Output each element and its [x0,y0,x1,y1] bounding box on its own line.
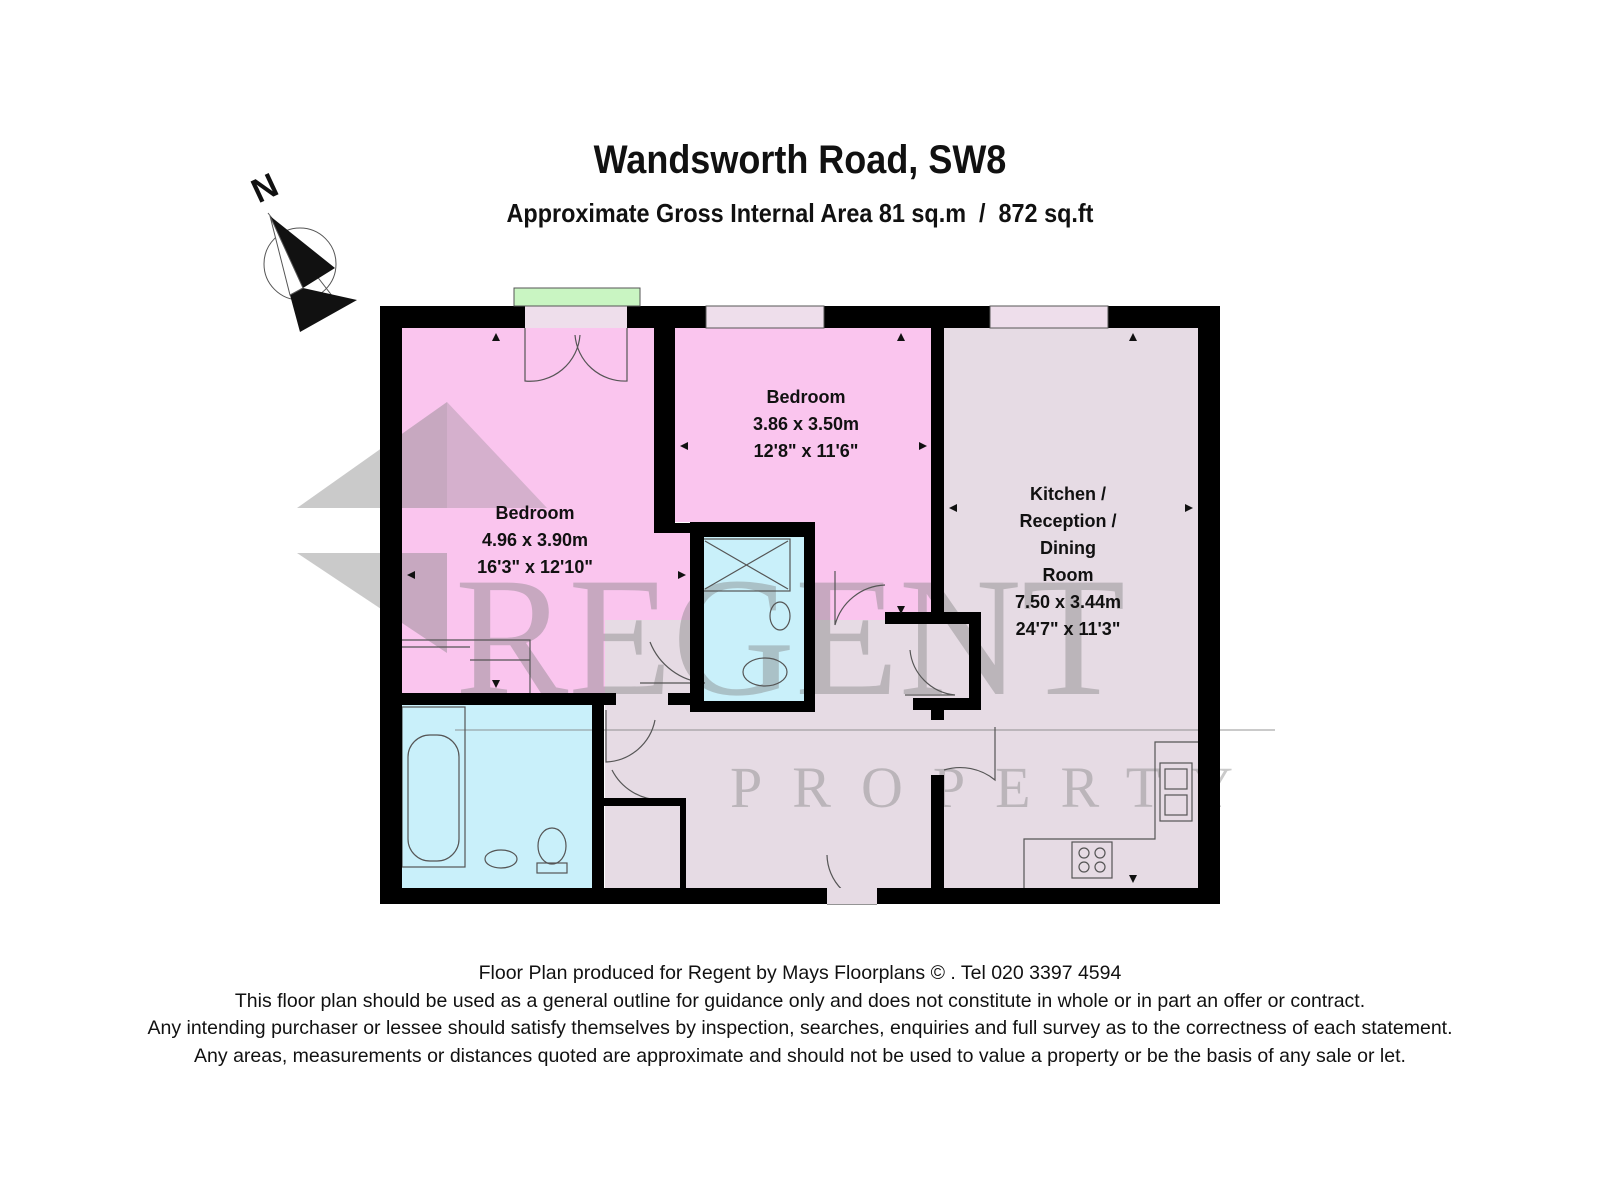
kitchen-sink-bowl-2 [1164,794,1188,816]
kitchen-sink-bowl-1 [1164,768,1188,790]
wall-south-right [877,888,1220,904]
bedroom-1-metric: 4.96 x 3.90m [482,530,588,550]
arrow-bed1-left [407,571,415,579]
entrance-opening [827,888,877,904]
wardrobe-outline [402,639,531,693]
cupboard-door-swing [905,649,956,696]
wall-store-east [680,798,686,888]
arrow-bed2-right [919,442,927,450]
wall-bed1-hall [668,693,704,705]
wall-cupboard-south [913,698,981,710]
bedroom-1-name: Bedroom [495,503,574,523]
bathroom-door-swing [605,710,656,763]
bedroom-2-window [705,305,825,329]
kitchen-metric: 7.50 x 3.44m [1015,592,1121,612]
arrow-bed1-right [678,571,686,579]
kitchen-sink [1159,762,1193,822]
arrow-bed2-top [897,333,905,341]
bedroom-2-metric: 3.86 x 3.50m [753,414,859,434]
arrow-bed1-top [492,333,500,341]
arrow-bed1-bottom [492,680,500,688]
arrow-kitchen-left [949,504,957,512]
wall-bed-corner [654,523,690,533]
wall-store-north [604,798,686,806]
bedroom-wardrobe [402,639,531,693]
bathroom-fixtures [401,538,791,874]
kitchen-name-4: Room [1043,565,1094,585]
compass-north-label: N [246,166,284,211]
disclaimer-line-4: Any areas, measurements or distances quo… [194,1044,1406,1067]
bedroom-1-imperial: 16'3" x 12'10" [477,557,593,577]
wall-east [1198,306,1220,904]
hob-ring-1 [1078,847,1090,859]
compass-needle-light [269,215,304,296]
arrow-kitchen-bottom [1129,875,1137,883]
bedroom-2-fill [675,328,931,620]
wall-bed2-kitchen [931,328,944,614]
kitchen-name-3: Dining [1040,538,1096,558]
dimension-arrows [407,333,1193,883]
bedroom-2-imperial: 12'8" x 11'6" [754,441,859,461]
kitchen-imperial: 24'7" x 11'3" [1016,619,1121,639]
wall-shower-north [690,522,815,537]
hob [1071,841,1113,879]
watermark-logo-bottom [297,553,447,653]
wall-bath-east [592,705,604,888]
page-title: Wandsworth Road, SW8 [593,138,1007,182]
wall-cupboard-north [885,612,981,624]
shower-basin [769,601,791,631]
arrow-kitchen-right [1185,504,1193,512]
watermark-logo-top [297,402,447,508]
disclaimer: Floor Plan produced for Regent by Mays F… [0,960,1600,1070]
bath-tub [407,734,460,862]
disclaimer-line-1: Floor Plan produced for Regent by Mays F… [478,962,1122,984]
area-subtitle: Approximate Gross Internal Area 81 sq.m … [506,198,1094,228]
arrow-bed2-left [680,442,688,450]
kitchen-window [989,305,1109,329]
wall-kitchen-stub [931,698,944,720]
hob-ring-3 [1078,861,1090,873]
balcony [513,287,641,307]
bedroom-2-door-swing [834,571,886,626]
wall-kitchen-lower [931,775,944,888]
toilet-cistern [536,862,568,874]
wall-west [380,306,402,904]
shower-toilet [742,657,788,687]
compass-tail [290,288,357,332]
disclaimer-line-3: Any intending purchaser or lessee should… [147,1017,1453,1039]
hob-ring-2 [1094,847,1106,859]
wall-south-left [380,888,827,904]
toilet-bowl [537,827,567,865]
arrow-kitchen-top [1129,333,1137,341]
balcony-door-right [574,328,628,382]
balcony-opening [525,306,627,328]
wall-shower-east [804,522,815,712]
kitchen-name-2: Reception / [1019,511,1116,531]
kitchen-fixtures [1023,741,1198,888]
basin [484,849,518,869]
compass-needle [270,216,335,288]
kitchen-worktop [1023,741,1198,888]
wall-shower-south [690,701,815,712]
wall-bed1-bath [380,693,616,705]
hob-ring-4 [1094,861,1106,873]
kitchen-door-swing [943,727,996,782]
arrow-bed2-bottom [897,606,905,614]
room-labels: Bedroom 4.96 x 3.90m 16'3" x 12'10" Bedr… [477,387,1121,639]
kitchen-name-1: Kitchen / [1030,484,1106,504]
shower-line-2 [704,540,789,590]
watermark-tagline: PROPERTY [730,755,1263,820]
wall-cupboard-east [969,612,981,710]
watermark-logo-accent [447,402,547,508]
kitchen-fill [944,328,1198,888]
wall-bed1-bed2 [654,328,675,523]
wall-shower-west [690,522,704,712]
compass-icon: N [246,166,357,332]
disclaimer-line-2: This floor plan should be used as a gene… [234,989,1366,1012]
bedroom-2-name: Bedroom [766,387,845,407]
balcony-door-left [524,328,581,382]
